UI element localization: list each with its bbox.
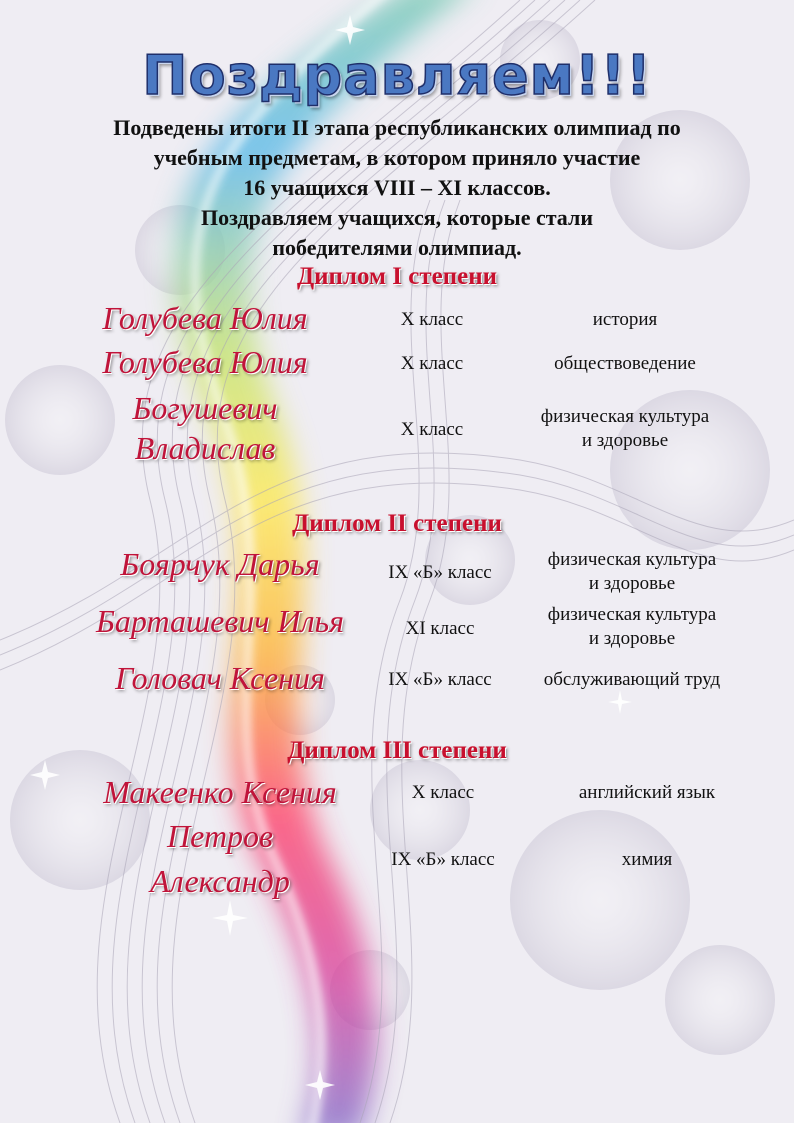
winner-name: Головач Ксения xyxy=(115,660,325,696)
winner-subject: история xyxy=(510,308,740,332)
winner-subject: физическая культура и здоровье xyxy=(517,603,747,651)
subject-line: английский язык xyxy=(578,782,716,803)
winner-name: Барташевич Илья xyxy=(96,603,344,639)
winner-class: X класс xyxy=(400,309,464,330)
winner-subject: обществоведение xyxy=(510,352,740,376)
winner-name: Богушевич xyxy=(132,390,278,426)
subject-line: физическая культура xyxy=(540,406,710,427)
intro-text: Подведены итоги II этапа республиканских… xyxy=(20,113,774,263)
winner-name-line-2: Александр xyxy=(150,863,290,899)
winner-name: Боярчук Дарья xyxy=(120,546,320,582)
subject-line: обслуживающий труд xyxy=(543,669,721,690)
section-heading-diploma-1: Диплом I степени xyxy=(296,263,498,290)
winner-name-line-2: Владислав xyxy=(134,430,276,466)
winner-subject: обслуживающий труд xyxy=(517,668,747,692)
winner-name: Голубева Юлия xyxy=(102,300,308,336)
intro-line: учебным предметам, в котором приняло уча… xyxy=(153,145,641,170)
winner-class: X класс xyxy=(400,353,464,374)
winner-class: XI класс xyxy=(405,618,475,639)
subject-line: физическая культура xyxy=(547,549,717,570)
intro-line: Поздравляем учащихся, которые стали xyxy=(200,205,594,230)
subject-line: и здоровье xyxy=(588,573,676,594)
winner-name: Макеенко Ксения xyxy=(103,774,337,810)
winner-class: X класс xyxy=(400,419,464,440)
subject-line: физическая культура xyxy=(547,604,717,625)
intro-line: Подведены итоги II этапа республиканских… xyxy=(113,115,681,140)
section-heading-diploma-3: Диплом III степени xyxy=(287,737,507,764)
winner-subject: английский язык xyxy=(532,781,762,805)
intro-line: победителями олимпиад. xyxy=(272,235,522,260)
winner-subject: физическая культура и здоровье xyxy=(510,405,740,453)
page-title: Поздравляем!!! xyxy=(142,43,652,108)
subject-line: и здоровье xyxy=(581,430,669,451)
winner-class: IX «Б» класс xyxy=(388,669,492,690)
subject-line: история xyxy=(592,309,658,330)
winner-name: Петров xyxy=(167,818,273,854)
subject-line: обществоведение xyxy=(554,353,696,374)
subject-line: химия xyxy=(621,849,673,870)
section-heading-diploma-2: Диплом II степени xyxy=(292,510,502,537)
winner-name: Голубева Юлия xyxy=(102,344,308,380)
winner-subject: физическая культура и здоровье xyxy=(517,548,747,596)
subject-line: и здоровье xyxy=(588,628,676,649)
winner-class: IX «Б» класс xyxy=(391,849,495,870)
winner-class: IX «Б» класс xyxy=(388,562,492,583)
intro-line: 16 учащихся VIII – XI классов. xyxy=(243,175,551,200)
winner-subject: химия xyxy=(532,848,762,872)
winner-class: X класс xyxy=(411,782,475,803)
